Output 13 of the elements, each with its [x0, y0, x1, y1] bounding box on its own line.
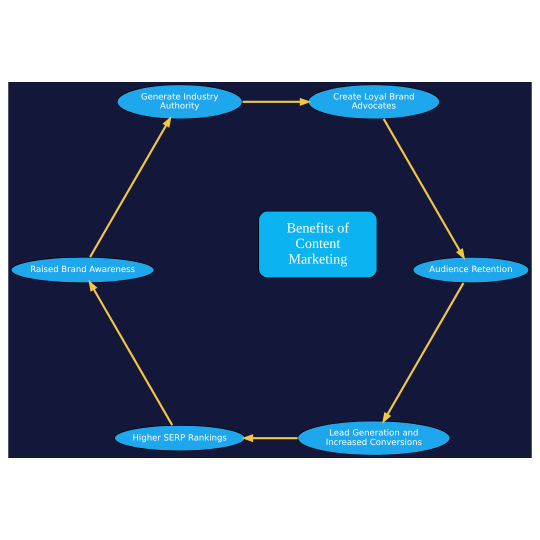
arrow: [242, 98, 312, 106]
arrow: [88, 280, 174, 426]
node-ellipse: Higher SERP Rankings: [114, 425, 246, 452]
arrow: [382, 118, 466, 260]
arrow: [89, 116, 172, 258]
node-ellipse: Audience Retention: [412, 256, 530, 284]
arrow: [242, 434, 298, 442]
arrow: [382, 282, 464, 424]
node-ellipse: Raised Brand Awareness: [10, 256, 154, 284]
node-ellipse: Lead Generation and Increased Conversions: [297, 420, 450, 456]
node-box: Benefits of Content Marketing: [258, 210, 378, 278]
node-ellipse: Create Loyal Brand Advocates: [308, 84, 440, 120]
node-ellipse: Generate Industry Authority: [116, 84, 243, 120]
